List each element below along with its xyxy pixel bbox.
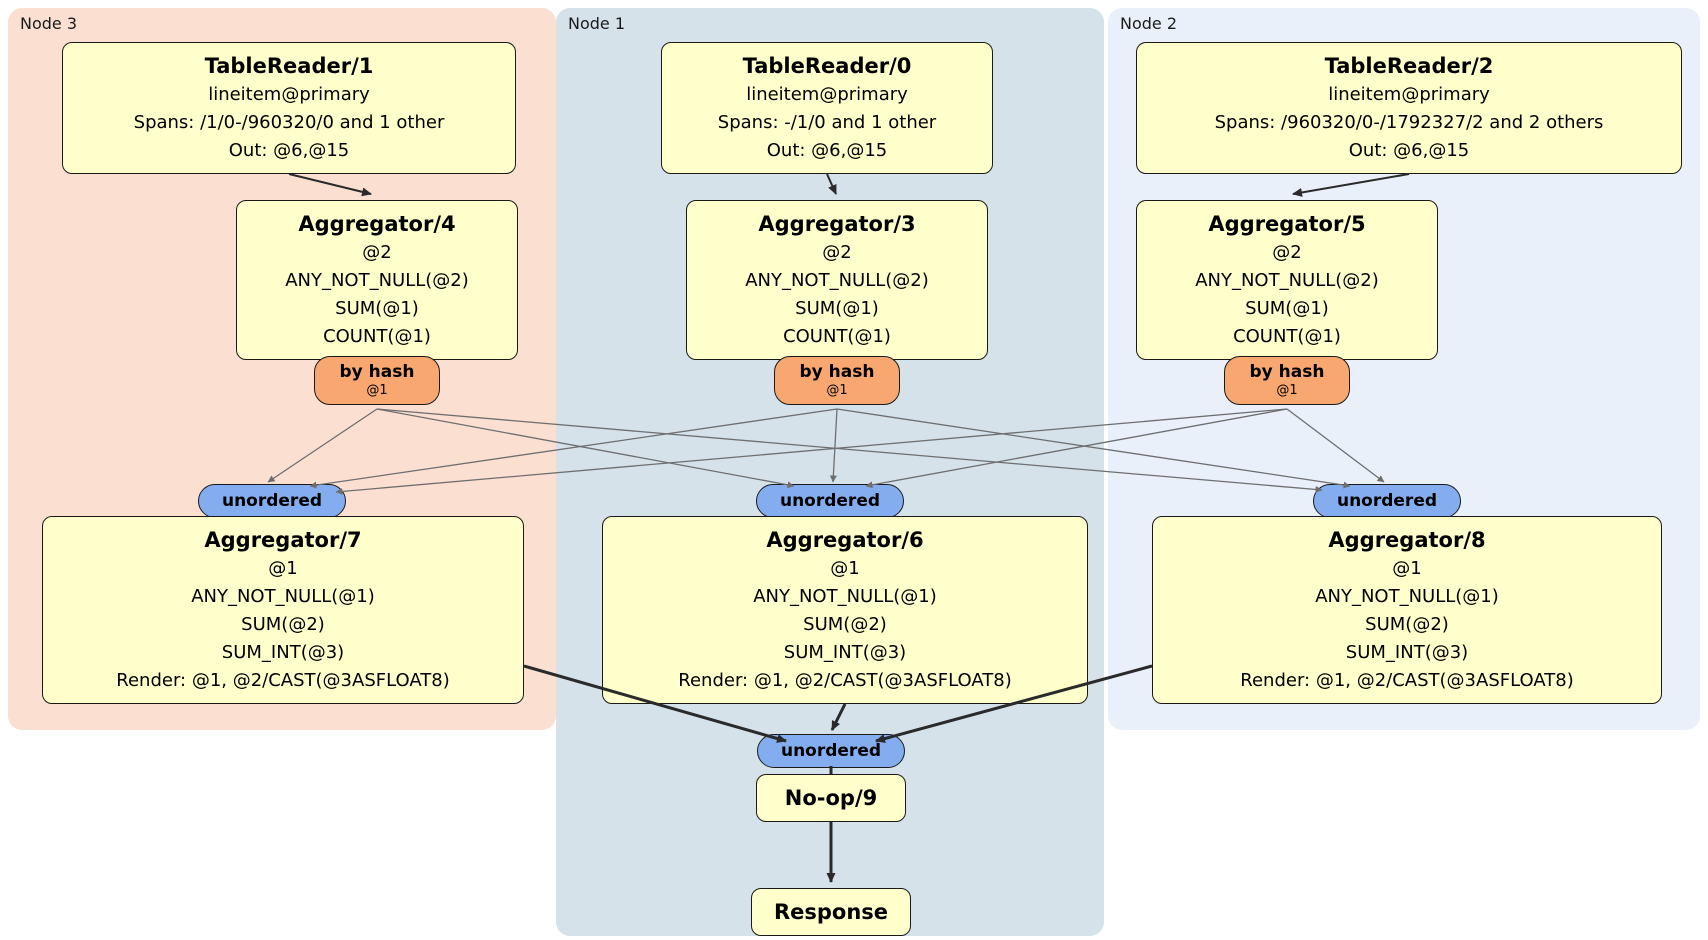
stream-unordered-node1: unordered bbox=[756, 484, 904, 518]
response-box: Response bbox=[751, 888, 911, 936]
processor-title: Aggregator/6 bbox=[766, 528, 924, 552]
processor-tablereader-2: TableReader/2 lineitem@primary Spans: /9… bbox=[1136, 42, 1682, 174]
router-label: by hash bbox=[799, 362, 875, 382]
router-detail: @1 bbox=[1276, 383, 1298, 398]
processor-title: Aggregator/5 bbox=[1208, 212, 1366, 236]
processor-detail: lineitem@primary bbox=[1328, 84, 1490, 105]
processor-detail: ANY_NOT_NULL(@1) bbox=[191, 586, 375, 607]
processor-aggregator-8: Aggregator/8 @1 ANY_NOT_NULL(@1) SUM(@2)… bbox=[1152, 516, 1662, 704]
processor-detail: @1 bbox=[1392, 558, 1422, 579]
processor-detail: Spans: -/1/0 and 1 other bbox=[717, 112, 937, 133]
processor-aggregator-6: Aggregator/6 @1 ANY_NOT_NULL(@1) SUM(@2)… bbox=[602, 516, 1088, 704]
processor-detail: @2 bbox=[362, 242, 392, 263]
router-by-hash-node2: by hash @1 bbox=[1224, 356, 1350, 405]
processor-detail: @1 bbox=[830, 558, 860, 579]
stream-unordered-node2: unordered bbox=[1313, 484, 1461, 518]
router-by-hash-node3: by hash @1 bbox=[314, 356, 440, 405]
processor-detail: SUM_INT(@3) bbox=[1345, 642, 1469, 663]
processor-title: TableReader/2 bbox=[1324, 54, 1494, 78]
processor-detail: SUM(@2) bbox=[803, 614, 887, 635]
processor-detail: SUM(@1) bbox=[335, 298, 419, 319]
node1-label: Node 1 bbox=[568, 14, 626, 33]
node3-label: Node 3 bbox=[20, 14, 78, 33]
processor-detail: Render: @1, @2/CAST(@3ASFLOAT8) bbox=[1240, 670, 1574, 691]
processor-title: TableReader/0 bbox=[742, 54, 912, 78]
processor-detail: ANY_NOT_NULL(@1) bbox=[753, 586, 937, 607]
processor-title: Aggregator/4 bbox=[298, 212, 456, 236]
processor-detail: Out: @6,@15 bbox=[766, 140, 888, 161]
processor-detail: @1 bbox=[268, 558, 298, 579]
processor-detail: ANY_NOT_NULL(@1) bbox=[1315, 586, 1499, 607]
processor-detail: Render: @1, @2/CAST(@3ASFLOAT8) bbox=[678, 670, 1012, 691]
processor-detail: Spans: /1/0-/960320/0 and 1 other bbox=[133, 112, 445, 133]
router-detail: @1 bbox=[826, 383, 848, 398]
node2-label: Node 2 bbox=[1120, 14, 1178, 33]
processor-detail: COUNT(@1) bbox=[323, 326, 431, 347]
processor-detail: Out: @6,@15 bbox=[228, 140, 350, 161]
router-by-hash-node1: by hash @1 bbox=[774, 356, 900, 405]
processor-detail: Spans: /960320/0-/1792327/2 and 2 others bbox=[1214, 112, 1604, 133]
processor-detail: Render: @1, @2/CAST(@3ASFLOAT8) bbox=[116, 670, 450, 691]
processor-detail: SUM_INT(@3) bbox=[783, 642, 907, 663]
processor-aggregator-3: Aggregator/3 @2 ANY_NOT_NULL(@2) SUM(@1)… bbox=[686, 200, 988, 360]
processor-detail: lineitem@primary bbox=[746, 84, 908, 105]
processor-detail: COUNT(@1) bbox=[1233, 326, 1341, 347]
processor-noop-9: No-op/9 bbox=[756, 774, 906, 822]
stream-unordered-output: unordered bbox=[757, 734, 905, 768]
processor-detail: ANY_NOT_NULL(@2) bbox=[1195, 270, 1379, 291]
processor-detail: ANY_NOT_NULL(@2) bbox=[745, 270, 929, 291]
processor-title: Aggregator/8 bbox=[1328, 528, 1486, 552]
processor-tablereader-1: TableReader/1 lineitem@primary Spans: /1… bbox=[62, 42, 516, 174]
processor-aggregator-5: Aggregator/5 @2 ANY_NOT_NULL(@2) SUM(@1)… bbox=[1136, 200, 1438, 360]
processor-title: Aggregator/3 bbox=[758, 212, 916, 236]
processor-detail: SUM(@2) bbox=[1365, 614, 1449, 635]
processor-detail: ANY_NOT_NULL(@2) bbox=[285, 270, 469, 291]
router-label: by hash bbox=[339, 362, 415, 382]
processor-detail: SUM(@2) bbox=[241, 614, 325, 635]
processor-title: TableReader/1 bbox=[204, 54, 374, 78]
processor-detail: COUNT(@1) bbox=[783, 326, 891, 347]
processor-aggregator-4: Aggregator/4 @2 ANY_NOT_NULL(@2) SUM(@1)… bbox=[236, 200, 518, 360]
processor-title: Response bbox=[773, 900, 889, 924]
processor-detail: SUM(@1) bbox=[795, 298, 879, 319]
processor-detail: Out: @6,@15 bbox=[1348, 140, 1470, 161]
router-detail: @1 bbox=[366, 383, 388, 398]
processor-detail: lineitem@primary bbox=[208, 84, 370, 105]
processor-detail: @2 bbox=[1272, 242, 1302, 263]
processor-title: Aggregator/7 bbox=[204, 528, 362, 552]
router-label: by hash bbox=[1249, 362, 1325, 382]
stream-unordered-node3: unordered bbox=[198, 484, 346, 518]
processor-title: No-op/9 bbox=[784, 786, 878, 810]
processor-detail: SUM(@1) bbox=[1245, 298, 1329, 319]
processor-aggregator-7: Aggregator/7 @1 ANY_NOT_NULL(@1) SUM(@2)… bbox=[42, 516, 524, 704]
processor-detail: @2 bbox=[822, 242, 852, 263]
processor-tablereader-0: TableReader/0 lineitem@primary Spans: -/… bbox=[661, 42, 993, 174]
processor-detail: SUM_INT(@3) bbox=[221, 642, 345, 663]
